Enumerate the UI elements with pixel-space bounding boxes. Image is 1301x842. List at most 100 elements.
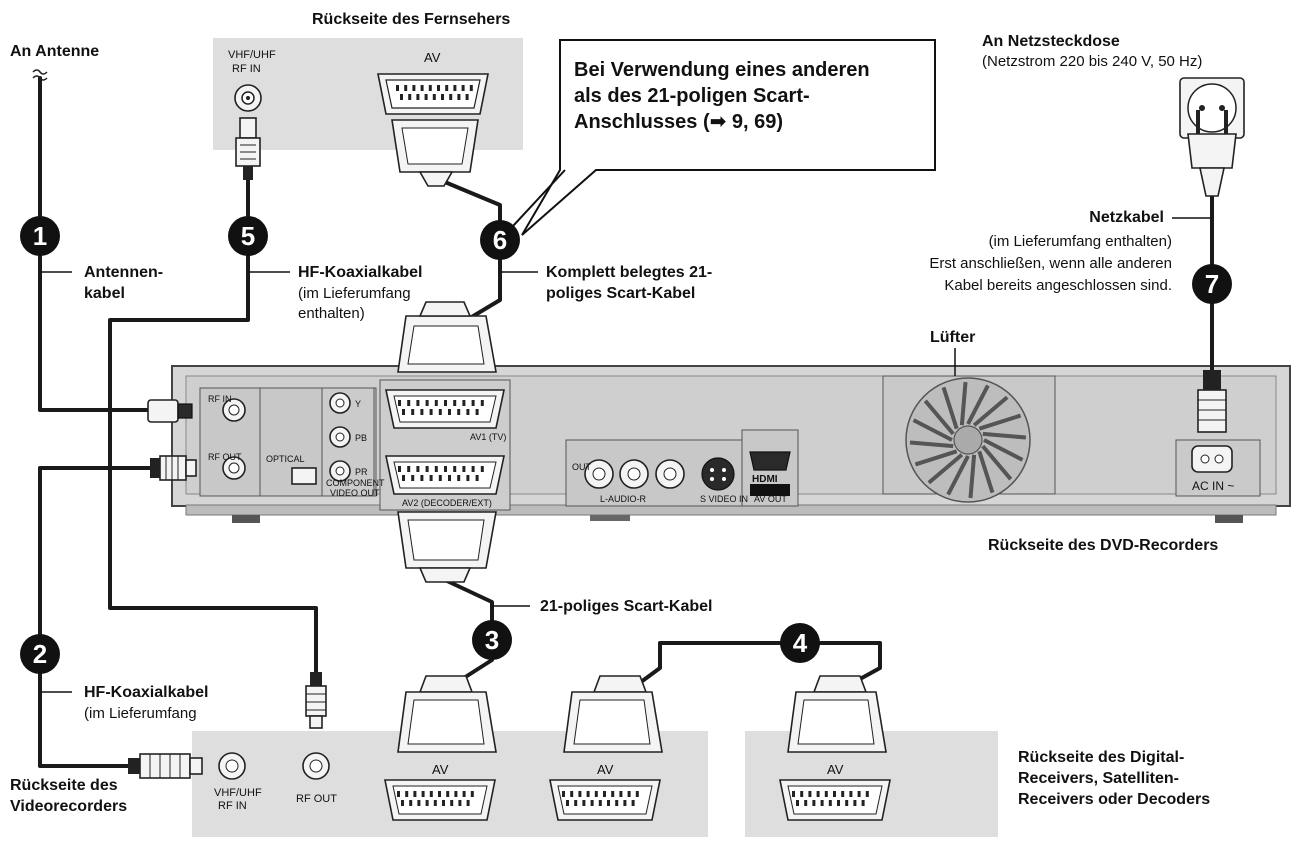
scart-full-label-1: Komplett belegtes 21-: [546, 264, 712, 281]
dvd-optical-label: OPTICAL: [266, 454, 305, 464]
vcr-av-label-1: AV: [432, 762, 449, 777]
dvd-rf-in-port: [222, 398, 246, 422]
tv-rf-in-port: [234, 84, 262, 112]
step-badge-5: 5: [228, 216, 268, 256]
dvd-rf-out-port: [222, 456, 246, 480]
vcr-rf-in-plug: [128, 753, 203, 779]
vcr-rear-label-2: Videorecorders: [10, 798, 127, 815]
step-badge-6: 6: [480, 220, 520, 260]
receiver-av-label: AV: [827, 762, 844, 777]
scart-pin-rows: [396, 85, 869, 806]
dvd-pb-label: PB: [355, 433, 367, 443]
mains-plug-icon: [1187, 110, 1237, 197]
dvd-rear-label: Rückseite des DVD-Recorders: [988, 537, 1218, 554]
dvd-hdmi-label: HDMI: [752, 474, 778, 485]
rf-coax-cable-2-line: [38, 466, 152, 768]
dvd-audio-ports: [584, 459, 685, 489]
dvd-y-label: Y: [355, 399, 361, 409]
dvd-av-out-label: AV OUT: [754, 494, 787, 504]
scart-21-label: 21-poliges Scart-Kabel: [540, 598, 713, 615]
vcr-rf-out-plug: [305, 672, 327, 729]
vcr-rf-in-port: [218, 752, 246, 780]
scart-cable-4-line: [628, 641, 882, 692]
power-cable-label-4: Kabel bereits angeschlossen sind.: [944, 277, 1172, 294]
svg-text:1: 1: [33, 221, 47, 251]
tv-rear-label: Rückseite des Fernsehers: [312, 11, 510, 28]
step-badge-4: 4: [780, 623, 820, 663]
dvd-svideo-label: S VIDEO IN: [700, 494, 748, 504]
dvd-out-label: OUT: [572, 462, 592, 472]
mains-title: An Netzsteckdose: [982, 33, 1120, 50]
fan-label: Lüfter: [930, 329, 975, 346]
scart-full-label-2: poliges Scart-Kabel: [546, 285, 695, 302]
dvd-component-label-2: VIDEO OUT: [330, 488, 380, 498]
dvd-rf-in-small: RF IN: [208, 394, 232, 404]
callout-line-2: als des 21-poligen Scart-: [574, 85, 810, 107]
vcr-av-scart-plug-1: [397, 675, 497, 753]
svg-text:3: 3: [485, 625, 499, 655]
dvd-optical-port: [291, 467, 317, 485]
vcr-av-scart-plug-2: [563, 675, 663, 753]
antenna-cable-label-2: kabel: [84, 285, 125, 302]
wall-socket-icon: [1179, 77, 1245, 139]
dvd-audio-label: L-AUDIO-R: [600, 494, 647, 504]
step-badge-3: 3: [472, 620, 512, 660]
svg-text:2: 2: [33, 639, 47, 669]
dvd-antenna-plug: [147, 399, 193, 423]
dvd-av2-scart-plug: [397, 511, 497, 583]
dvd-av1-label: AV1 (TV): [470, 432, 506, 442]
receiver-rear-label-2: Receivers, Satelliten-: [1018, 770, 1179, 787]
tv-av-label: AV: [424, 50, 441, 65]
tv-scart-plug: [391, 119, 479, 187]
dvd-av2-scart-port: [385, 455, 505, 495]
fan-grille: [905, 377, 1031, 503]
dvd-ac-in-port: [1191, 445, 1233, 473]
callout-line-1: Bei Verwendung eines anderen: [574, 59, 870, 81]
svg-text:5: 5: [241, 221, 255, 251]
dvd-av1-scart-plug: [397, 301, 497, 373]
tv-rf-plug: [235, 117, 261, 180]
step-badge-7: 7: [1192, 264, 1232, 304]
antenna-label: An Antenne: [10, 43, 99, 60]
rf-cable-top-label-3: enthalten): [298, 305, 365, 322]
vcr-rear-label-1: Rückseite des: [10, 777, 118, 794]
vcr-rf-in-label: RF IN: [218, 800, 247, 812]
dvd-hdmi-port: [749, 451, 791, 496]
svg-text:7: 7: [1205, 269, 1219, 299]
vcr-rf-out-port: [302, 752, 330, 780]
dvd-pr-label: PR: [355, 467, 368, 477]
rf-cable-bottom-label-1: HF-Koaxialkabel: [84, 684, 208, 701]
antenna-icon: [32, 69, 48, 81]
scart-callout: Bei Verwendung eines anderen als des 21-…: [499, 39, 936, 241]
dvd-rf-out-small: RF OUT: [208, 452, 242, 462]
dvd-component-label-1: COMPONENT: [326, 478, 385, 488]
vcr-rf-out-label: RF OUT: [296, 793, 337, 805]
rf-cable-top-label-1: HF-Koaxialkabel: [298, 264, 422, 281]
dvd-av2-label: AV2 (DECODER/EXT): [402, 498, 492, 508]
rf-cable-top-label-2: (im Lieferumfang: [298, 285, 411, 302]
dvd-svideo-port: [701, 457, 735, 491]
dvd-av1-scart-port: [385, 389, 505, 429]
tv-rf-in-label: RF IN: [232, 63, 261, 75]
power-cable-label-1: Netzkabel: [1089, 209, 1164, 226]
receiver-rear-label-1: Rückseite des Digital-: [1018, 749, 1184, 766]
dvd-ac-in-label: AC IN ~: [1192, 479, 1234, 493]
rf-coax-cable-5-line: [108, 178, 318, 692]
receiver-rear-label-3: Receivers oder Decoders: [1018, 791, 1210, 808]
vcr-vhf-label: VHF/UHF: [214, 787, 262, 799]
receiver-av-scart-plug: [787, 675, 887, 753]
svg-text:4: 4: [793, 628, 808, 658]
svg-text:6: 6: [493, 225, 507, 255]
step-badge-1: 1: [20, 216, 60, 256]
step-badge-2: 2: [20, 634, 60, 674]
power-cable-label-3: Erst anschließen, wenn alle anderen: [929, 255, 1172, 272]
mains-subtitle: (Netzstrom 220 bis 240 V, 50 Hz): [982, 53, 1202, 70]
power-cable-label-2: (im Lieferumfang enthalten): [989, 233, 1172, 250]
tv-vhf-label: VHF/UHF: [228, 49, 276, 61]
dvd-rf-out-plug: [150, 455, 197, 481]
antenna-cable-label-1: Antennen-: [84, 264, 163, 281]
antenna-cable-line: [38, 76, 152, 412]
callout-line-3: Anschlusses (➡ 9, 69): [574, 111, 783, 133]
